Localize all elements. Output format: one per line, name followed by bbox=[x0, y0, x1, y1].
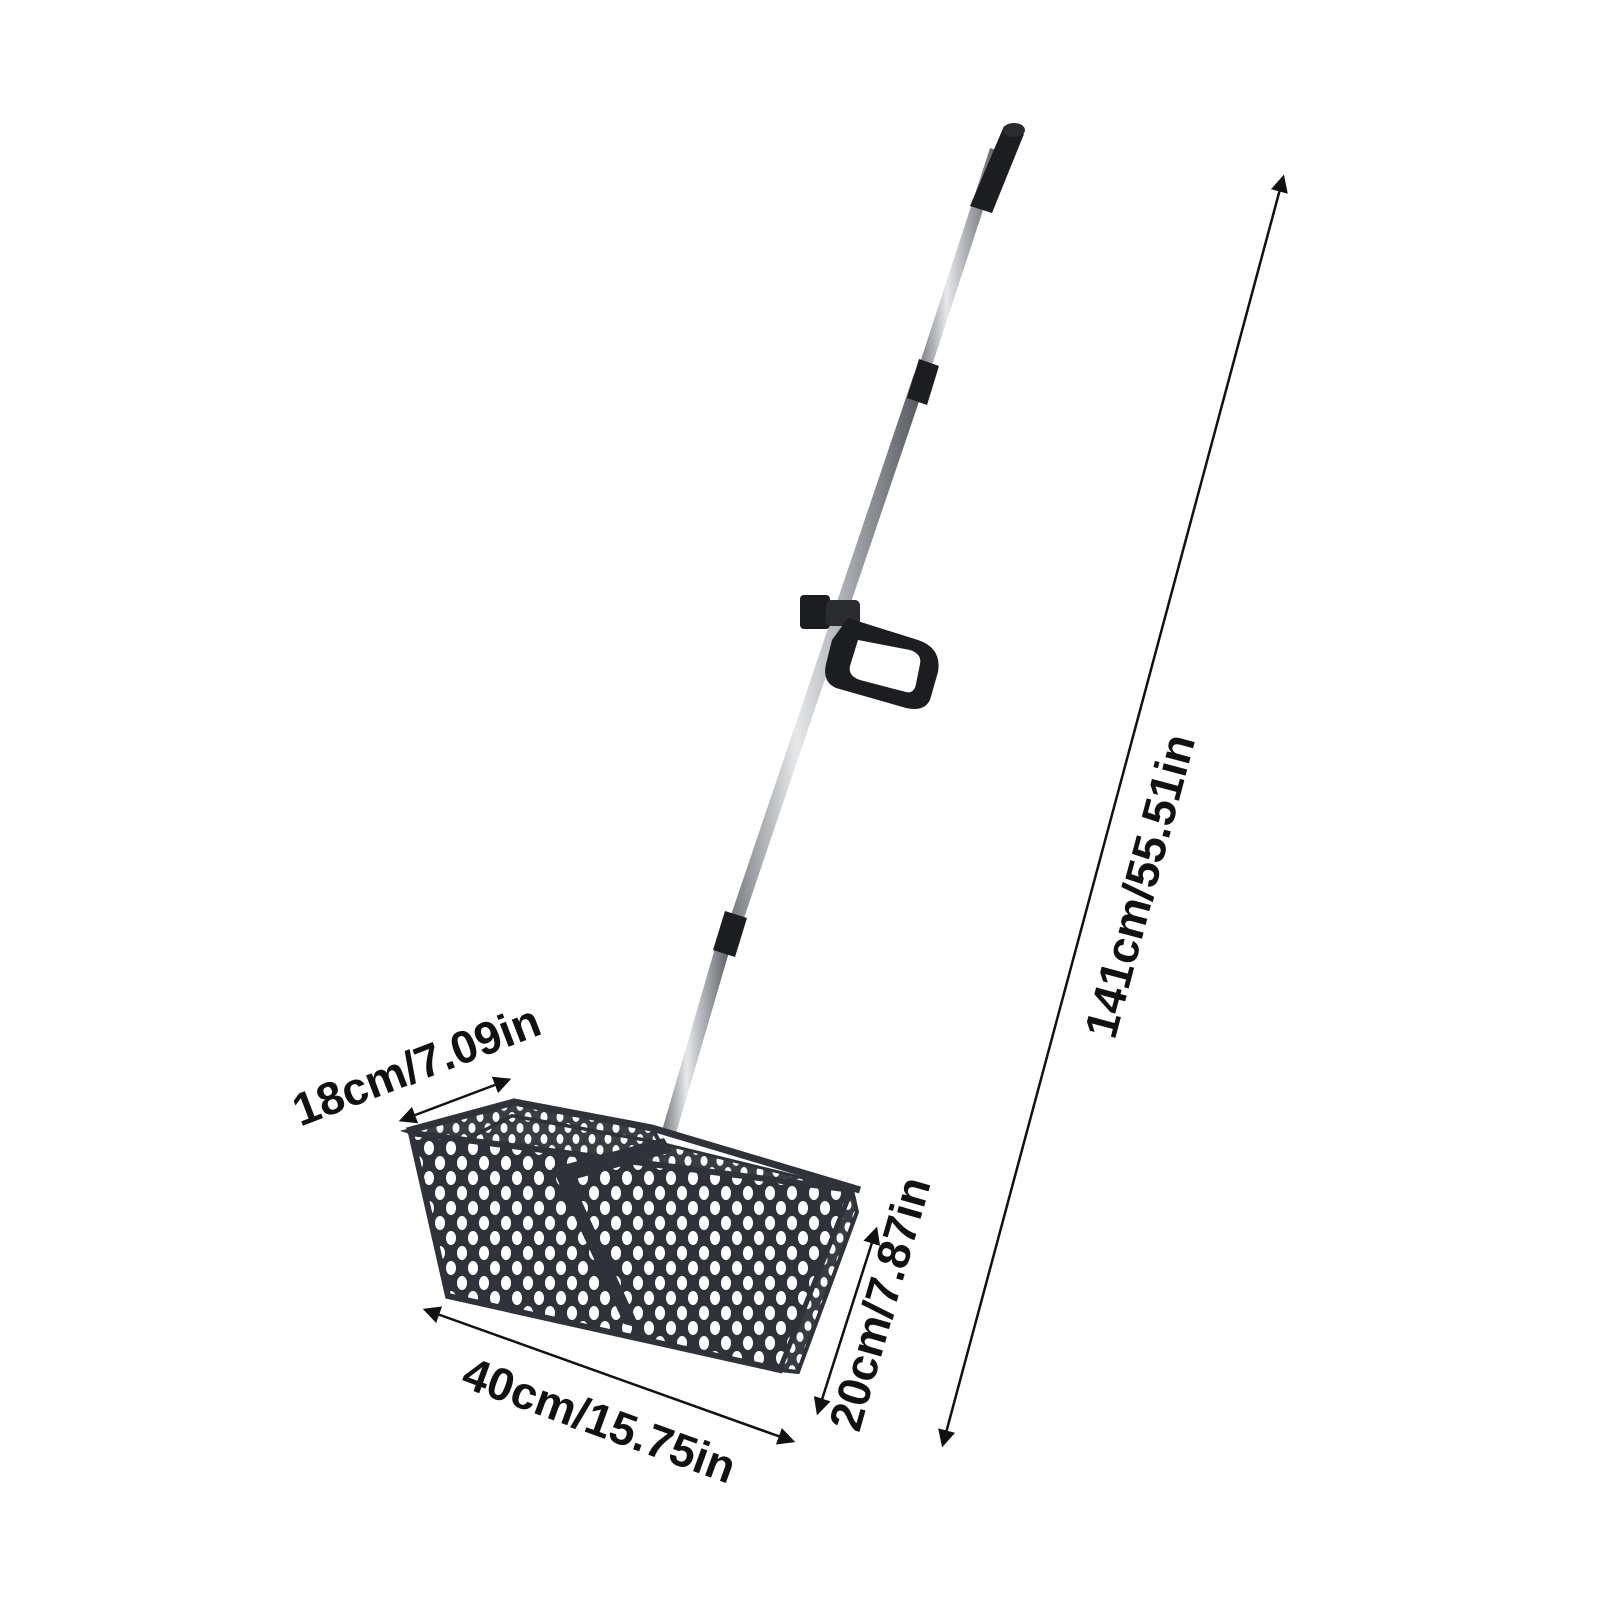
mesh-basket bbox=[399, 1098, 861, 1375]
basket-height-arrow bbox=[813, 1226, 881, 1416]
top-handle-cap bbox=[1003, 123, 1025, 137]
auxiliary-handle bbox=[800, 595, 939, 709]
dimension-arrows bbox=[398, 174, 1288, 1448]
basket-center-divider bbox=[552, 1138, 672, 1328]
basket-depth-arrow bbox=[398, 1076, 512, 1124]
pole-joint-collar-upper bbox=[907, 359, 939, 405]
d-handle-loop bbox=[825, 618, 939, 709]
top-handle-grip bbox=[970, 126, 1024, 213]
basket-width-label: 40cm/15.75in bbox=[456, 1347, 743, 1494]
pole-lower-section bbox=[661, 931, 734, 1137]
basket-width-arrow bbox=[422, 1306, 796, 1445]
pole-middle-section bbox=[726, 374, 927, 933]
total-length-arrow bbox=[938, 174, 1288, 1448]
handle-clamp-knob bbox=[800, 595, 830, 629]
pole-joint-collar-lower bbox=[713, 911, 747, 957]
